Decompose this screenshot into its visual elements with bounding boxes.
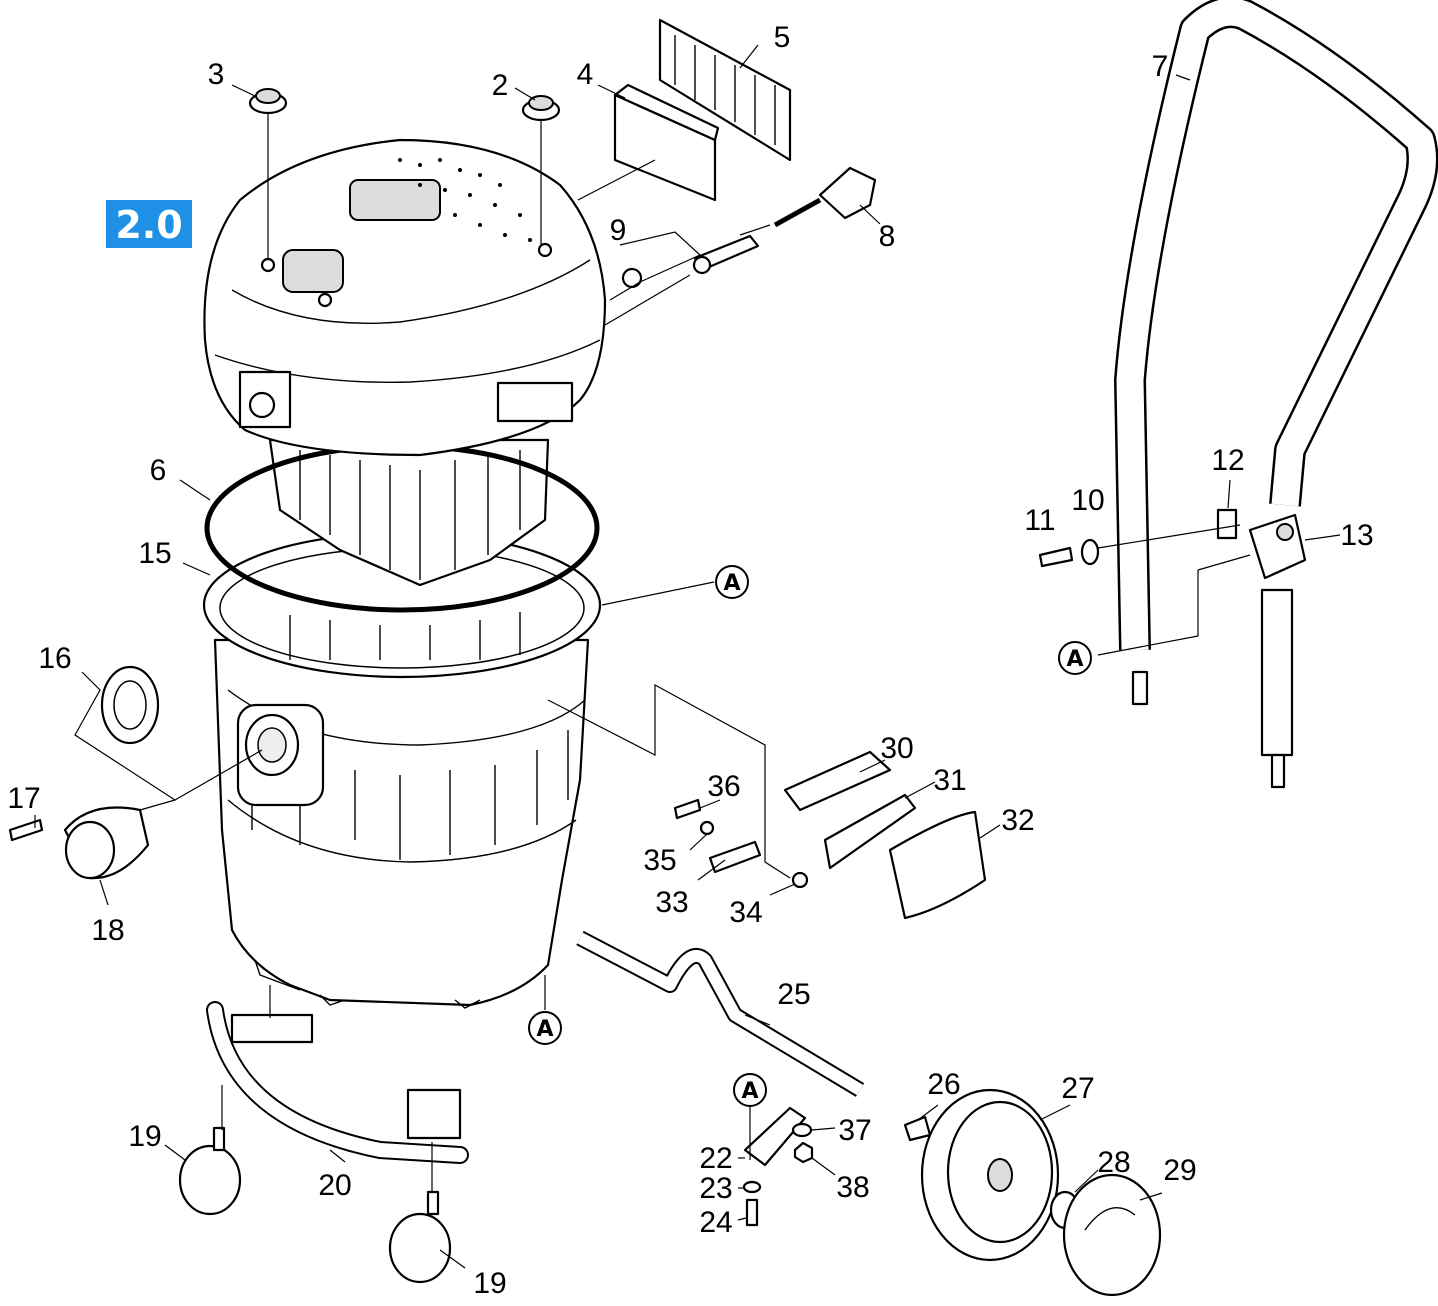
- label-part-25: 25: [777, 978, 810, 1011]
- label-part-8: 8: [879, 220, 896, 253]
- washer-part-35: [699, 820, 715, 836]
- reference-marker-text: A: [723, 571, 740, 596]
- label-part-13: 13: [1340, 519, 1373, 552]
- label-part-16: 16: [38, 642, 71, 675]
- push-handle-part-7: [1114, 0, 1438, 789]
- reference-marker-text: A: [536, 1017, 553, 1042]
- washer-part-10: [1080, 538, 1100, 566]
- castor-part-19-a: [178, 1126, 242, 1216]
- strip-part-31: [823, 793, 917, 870]
- reference-marker-text: A: [1066, 647, 1083, 672]
- label-part-29: 29: [1163, 1154, 1196, 1187]
- inlet-socket-part-18: [63, 806, 150, 880]
- screw-part-11: [1038, 546, 1074, 568]
- nut-part-12: [1216, 508, 1238, 540]
- reference-marker-a-3: A: [528, 1011, 562, 1045]
- plate-part-33: [708, 840, 762, 874]
- crossbar-part-20: [208, 1003, 467, 1162]
- leader-lines: [34, 44, 1341, 1269]
- reference-marker-text: A: [741, 1079, 758, 1104]
- label-part-2: 2: [492, 69, 509, 102]
- cable-gland-part-9: [621, 234, 760, 289]
- axle-part-25: [577, 932, 864, 1096]
- bushing-part-26: [903, 1115, 932, 1142]
- label-part-26: 26: [927, 1068, 960, 1101]
- mount-plate: [230, 1013, 314, 1044]
- label-part-23: 23: [699, 1172, 732, 1205]
- nut-part-38: [793, 1141, 814, 1164]
- castor-part-19-b: [388, 1190, 452, 1284]
- tank-part-15: [202, 531, 602, 1009]
- label-part-38: 38: [836, 1171, 869, 1204]
- label-part-19-b: 19: [473, 1267, 506, 1300]
- washer-part-37: [791, 1122, 813, 1138]
- label-part-17: 17: [7, 782, 40, 815]
- label-part-12: 12: [1211, 444, 1244, 477]
- label-part-24: 24: [699, 1206, 732, 1239]
- bracket-part-22: [743, 1106, 807, 1167]
- screw-part-24: [745, 1198, 759, 1227]
- label-part-37: 37: [838, 1114, 871, 1147]
- label-part-7: 7: [1152, 50, 1169, 83]
- screw-part-17: [8, 818, 44, 842]
- part-labels: 3 2 4 5 7 8 9 6 15 12 10 11 13 16 17 18 …: [7, 21, 1373, 1300]
- label-part-3: 3: [208, 58, 225, 91]
- label-part-36: 36: [707, 770, 740, 803]
- reference-marker-a-2: A: [1058, 641, 1092, 675]
- label-part-28: 28: [1097, 1146, 1130, 1179]
- label-part-5: 5: [774, 21, 791, 54]
- label-part-33: 33: [655, 886, 688, 919]
- label-part-10: 10: [1071, 484, 1104, 517]
- head-cover: [203, 138, 607, 457]
- cover-part-32: [888, 810, 987, 920]
- label-part-9: 9: [610, 214, 627, 247]
- plug-part-3: [248, 88, 288, 115]
- label-part-6: 6: [150, 454, 167, 487]
- plug-part-2: [521, 95, 561, 122]
- washer-part-23: [742, 1180, 762, 1194]
- ring-part-16: [100, 665, 160, 745]
- grille-part-5: [658, 18, 792, 162]
- label-part-31: 31: [933, 764, 966, 797]
- label-part-32: 32: [1001, 804, 1034, 837]
- mount-plate-2: [406, 1088, 462, 1140]
- screw-part-36: [673, 798, 702, 820]
- wheel-part-27: [920, 1088, 1060, 1262]
- reference-marker-a-4: A: [733, 1073, 767, 1107]
- bracket-part-13: [1248, 513, 1307, 580]
- section-badge: 2.0: [106, 200, 192, 248]
- label-part-15: 15: [138, 537, 171, 570]
- power-plug-part-8: [773, 166, 877, 228]
- label-part-34: 34: [729, 896, 762, 929]
- label-part-22: 22: [699, 1142, 732, 1175]
- bracket-part-30: [783, 750, 892, 812]
- label-part-4: 4: [577, 58, 594, 91]
- label-part-18: 18: [91, 914, 124, 947]
- section-badge-text: 2.0: [115, 203, 182, 247]
- reference-marker-a-1: A: [715, 565, 749, 599]
- nut-part-34: [791, 871, 809, 889]
- hubcap-part-29: [1062, 1173, 1162, 1297]
- filter-part-4: [613, 83, 720, 202]
- label-part-30: 30: [880, 732, 913, 765]
- label-part-35: 35: [643, 844, 676, 877]
- label-part-20: 20: [318, 1169, 351, 1202]
- label-part-11: 11: [1024, 504, 1055, 537]
- label-part-27: 27: [1061, 1072, 1094, 1105]
- label-part-19-a: 19: [128, 1120, 161, 1153]
